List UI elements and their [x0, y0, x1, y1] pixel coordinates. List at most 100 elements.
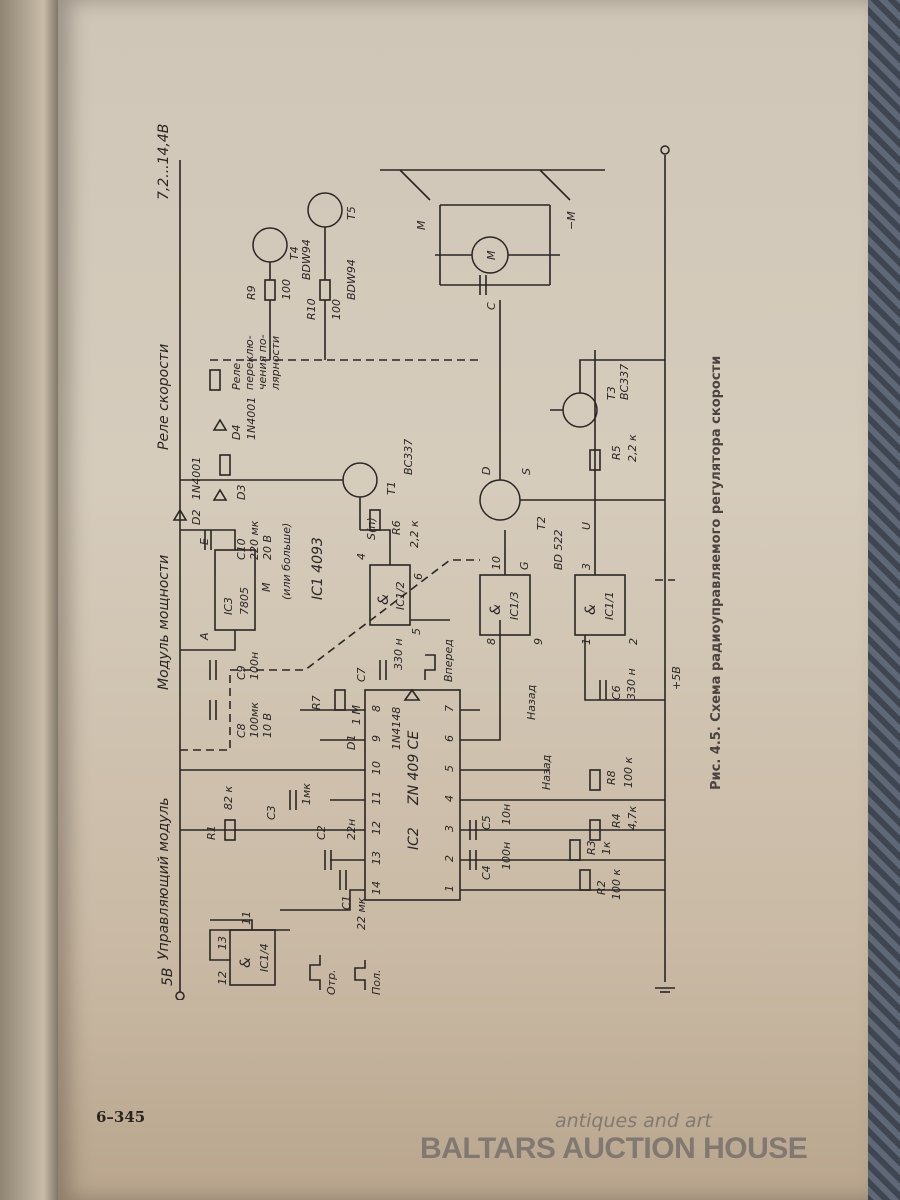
svg-text:C8: C8	[235, 723, 248, 738]
svg-text:11: 11	[240, 911, 253, 925]
svg-text:330 н: 330 н	[392, 638, 405, 670]
svg-text:6: 6	[443, 735, 456, 742]
schematic: 5В Управляющий модуль Модуль мощности Ре…	[156, 124, 724, 1001]
svg-text:T3: T3	[605, 386, 618, 400]
resistor-r1	[224, 819, 236, 841]
resistor-r5	[589, 449, 601, 471]
svg-text:D3: D3	[235, 485, 248, 500]
svg-text:10 В: 10 В	[261, 713, 274, 738]
svg-text:7805: 7805	[238, 587, 251, 615]
svg-text:1: 1	[443, 885, 456, 892]
svg-text:G: G	[518, 561, 531, 570]
resistor-r3	[569, 839, 581, 861]
svg-text:4: 4	[443, 795, 456, 802]
svg-text:Назад: Назад	[540, 755, 553, 790]
svg-text:6: 6	[412, 573, 425, 580]
svg-text:C7: C7	[355, 667, 368, 682]
label-speed-relay: Реле скорости	[156, 344, 172, 450]
svg-text:BC337: BC337	[618, 364, 631, 400]
svg-text:U: U	[580, 522, 593, 530]
rails	[175, 145, 675, 1001]
svg-text:BD 522: BD 522	[552, 529, 565, 570]
gate-ic1-3: & IC1/3 8 9 10	[479, 530, 545, 645]
svg-text:12: 12	[370, 821, 383, 835]
circuit-diagram: 5В Управляющий модуль Модуль мощности Ре…	[150, 100, 730, 1001]
svg-text:1N4001: 1N4001	[245, 397, 258, 440]
terminal-5v	[175, 991, 185, 1001]
svg-text:IC1 4093: IC1 4093	[310, 537, 326, 600]
svg-text:R6: R6	[390, 520, 403, 535]
watermark: antiques and art BALTARS AUCTION HOUSE	[420, 1110, 808, 1166]
gate-ic1-2: & IC1/2 5 6 4	[355, 529, 450, 635]
svg-text:IC2: IC2	[406, 827, 422, 850]
svg-text:11: 11	[370, 791, 383, 805]
svg-text:IC1/4: IC1/4	[258, 943, 271, 972]
svg-text:D1: D1	[345, 735, 358, 750]
svg-text:R2: R2	[595, 880, 608, 895]
svg-text:3: 3	[580, 563, 593, 570]
svg-text:T4: T4	[288, 246, 301, 260]
svg-text:5: 5	[410, 628, 423, 635]
svg-text:(или больше): (или больше)	[280, 523, 293, 600]
svg-text:100мк: 100мк	[248, 702, 261, 738]
label-supply-range: 7,2...14,4В	[156, 124, 172, 200]
svg-text:2: 2	[627, 638, 640, 645]
page-number: 6–345	[96, 1108, 146, 1126]
svg-text:T2: T2	[535, 516, 548, 530]
svg-text:2,2 к: 2,2 к	[626, 434, 639, 462]
svg-text:22н: 22н	[345, 819, 358, 840]
resistor-r10	[319, 279, 331, 301]
svg-text:14: 14	[370, 881, 383, 895]
svg-text:C5: C5	[480, 815, 493, 830]
svg-text:8: 8	[485, 638, 498, 645]
diode-d1	[403, 688, 421, 701]
svg-text:D: D	[480, 467, 493, 475]
svg-text:100 к: 100 к	[610, 869, 623, 900]
resistor-r2	[579, 869, 591, 891]
relay-polarity-coil	[209, 369, 221, 391]
svg-text:A: A	[198, 632, 211, 641]
svg-text:220 мк: 220 мк	[248, 520, 261, 560]
svg-text:S: S	[520, 468, 533, 475]
diode-d3	[212, 488, 228, 501]
svg-text:C10: C10	[235, 538, 248, 560]
svg-text:12: 12	[216, 971, 229, 985]
svg-text:10: 10	[370, 761, 383, 775]
svg-text:D4: D4	[230, 425, 243, 440]
svg-text:7: 7	[443, 705, 456, 712]
ic2-zn409ce: IC2 ZN 409 CE 14 13 12 11 10 9 8 1 2 3 4…	[180, 620, 665, 911]
svg-text:D2: D2	[190, 510, 203, 525]
svg-text:BC337: BC337	[402, 439, 415, 475]
svg-text:1к: 1к	[600, 841, 613, 855]
resistor-r4	[589, 819, 601, 841]
svg-text:T5: T5	[345, 206, 358, 220]
svg-text:ZN 409 CE: ZN 409 CE	[406, 731, 422, 806]
module-boundary	[180, 559, 480, 751]
resistor-r6	[369, 509, 381, 531]
svg-text:IC1/2: IC1/2	[394, 581, 407, 610]
svg-text:R7: R7	[310, 695, 323, 710]
svg-text:10: 10	[490, 556, 503, 570]
svg-text:13: 13	[370, 851, 383, 865]
svg-text:C2: C2	[315, 825, 328, 840]
svg-text:2: 2	[443, 855, 456, 862]
gate-ic1-1: & IC1/1 1 2 3	[574, 350, 665, 701]
svg-text:R5: R5	[610, 445, 623, 460]
svg-text:Реле: Реле	[230, 363, 243, 390]
svg-text:чения по-: чения по-	[256, 334, 269, 390]
svg-text:100н: 100н	[248, 652, 261, 680]
svg-text:100: 100	[330, 299, 343, 320]
label-control-module: Управляющий модуль	[156, 797, 172, 960]
svg-text:1N4148: 1N4148	[390, 707, 403, 750]
svg-text:R8: R8	[605, 770, 618, 785]
motor-section: M C M −M	[380, 169, 605, 310]
diode-d2	[172, 508, 188, 521]
svg-text:переклю-: переклю-	[243, 335, 256, 390]
label-5v: 5В	[160, 967, 176, 986]
